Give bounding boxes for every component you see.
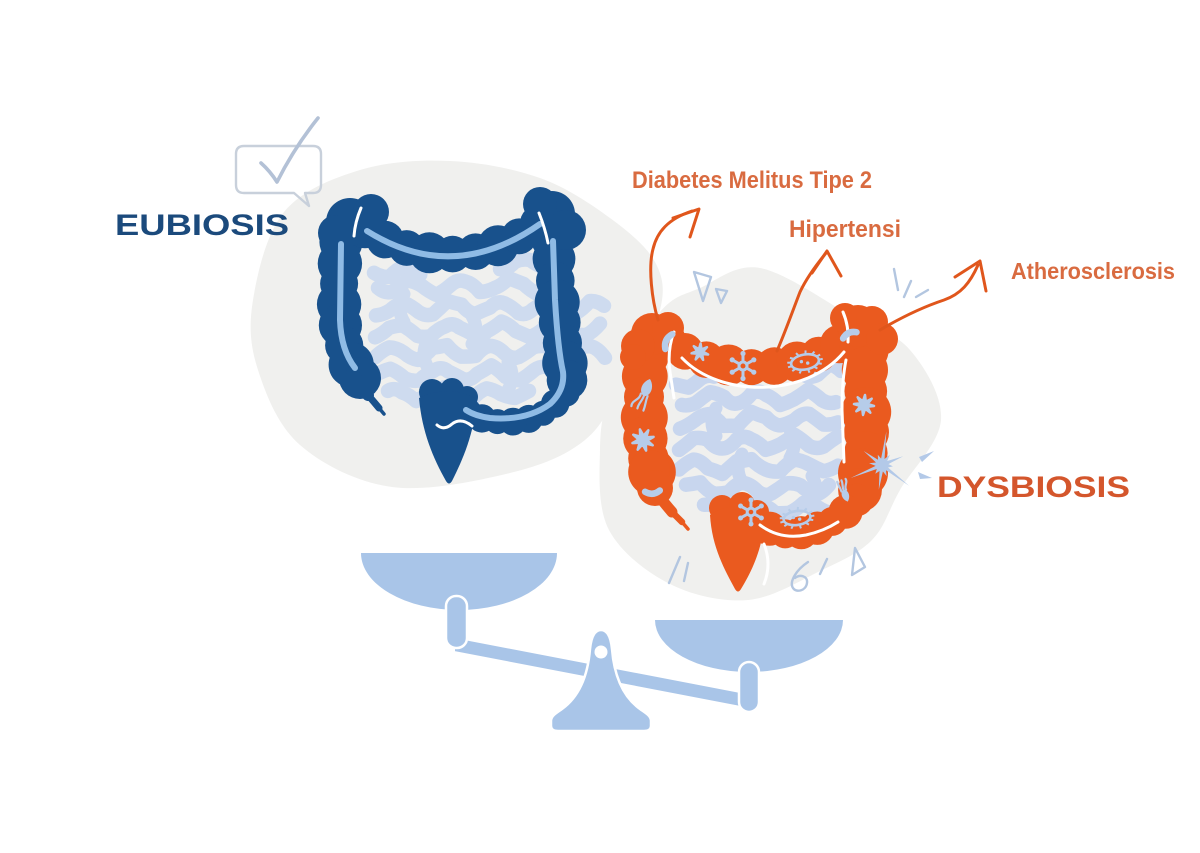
- svg-text:Hipertensi: Hipertensi: [789, 216, 901, 243]
- svg-text:EUBIOSIS: EUBIOSIS: [115, 209, 289, 242]
- svg-text:DYSBIOSIS: DYSBIOSIS: [937, 471, 1130, 504]
- svg-text:Atherosclerosis: Atherosclerosis: [1011, 258, 1175, 284]
- svg-text:Diabetes Melitus Tipe 2: Diabetes Melitus Tipe 2: [632, 167, 872, 194]
